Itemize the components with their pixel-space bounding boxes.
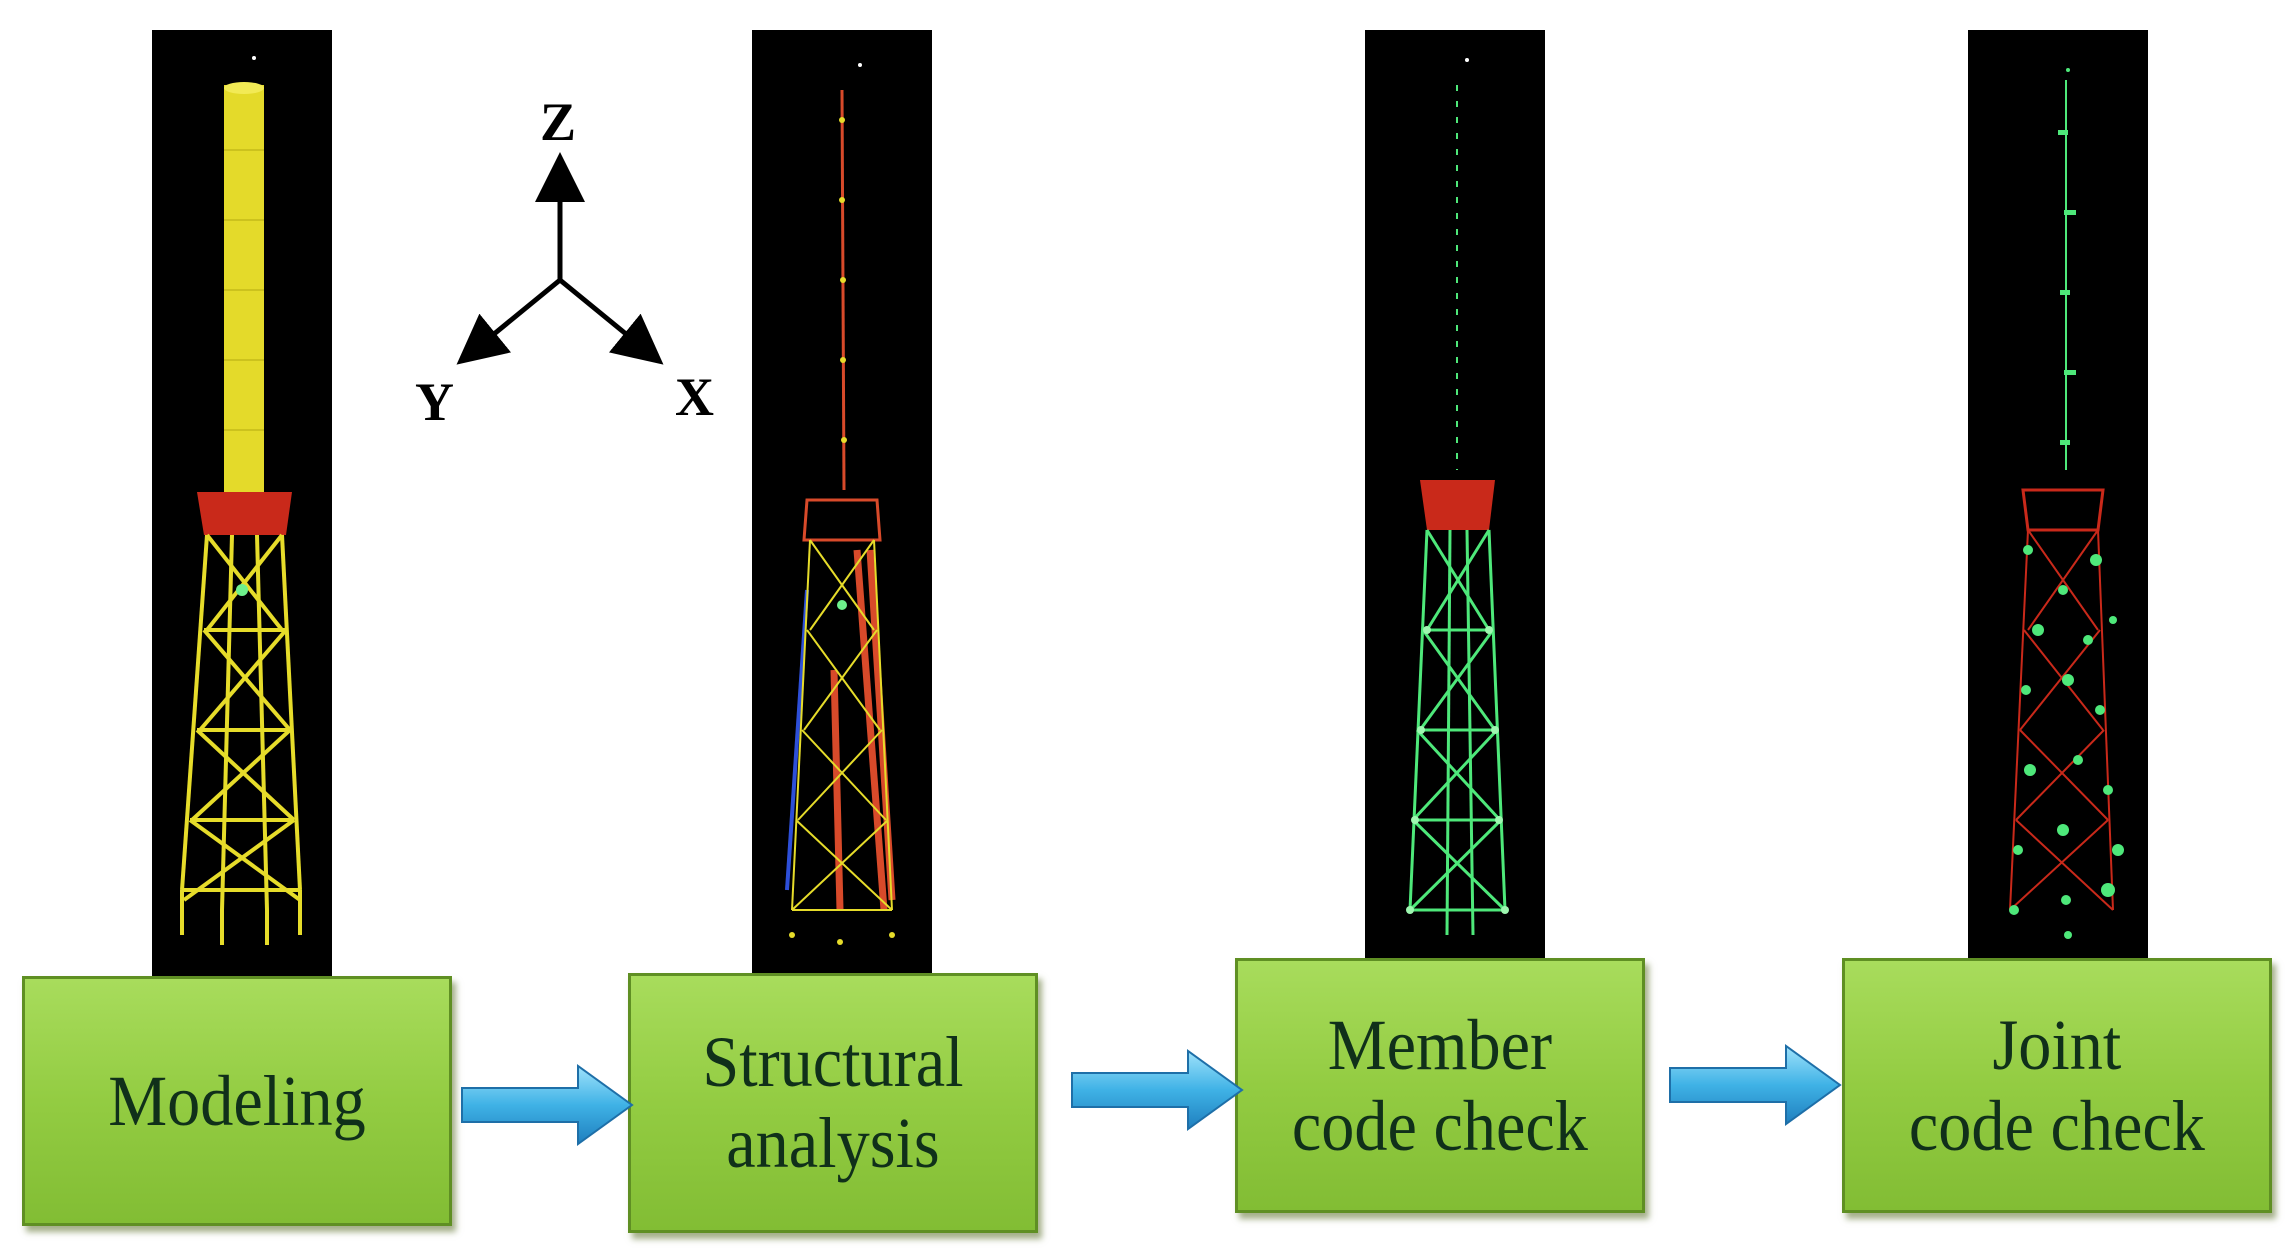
step-joint-code-check-label: Joint code check [1908,1004,2206,1166]
axis-y-label: Y [415,372,454,432]
step-structural-analysis-label: Structural analysis [702,1022,964,1183]
panel-joint-code-check-view [1968,30,2148,980]
panel-structural-analysis-view [752,30,932,980]
step-joint-code-check-box: Joint code check [1842,958,2272,1213]
step-modeling-label: Modeling [108,1060,366,1141]
modeling-tower-graphic [180,56,302,945]
axis-x-label: X [675,367,714,427]
step-modeling-box: Modeling [22,976,452,1226]
flow-arrow-icon [461,1064,634,1146]
panel-modeling-view [152,30,332,980]
xyz-axis-triad-icon: Z Y X [415,92,714,432]
flow-arrow-icon [1071,1049,1244,1131]
member-code-check-tower-graphic [1406,58,1509,936]
flow-arrow-icon [1669,1044,1842,1126]
step-structural-analysis-box: Structural analysis [628,973,1038,1233]
panel-member-code-check-view [1365,30,1545,980]
step-member-code-check-label: Member code check [1291,1004,1589,1166]
joint-code-check-tower-graphic [2009,68,2124,939]
axis-z-label: Z [540,92,576,152]
step-member-code-check-box: Member code check [1235,958,1645,1213]
structural-analysis-tower-graphic [785,63,896,945]
